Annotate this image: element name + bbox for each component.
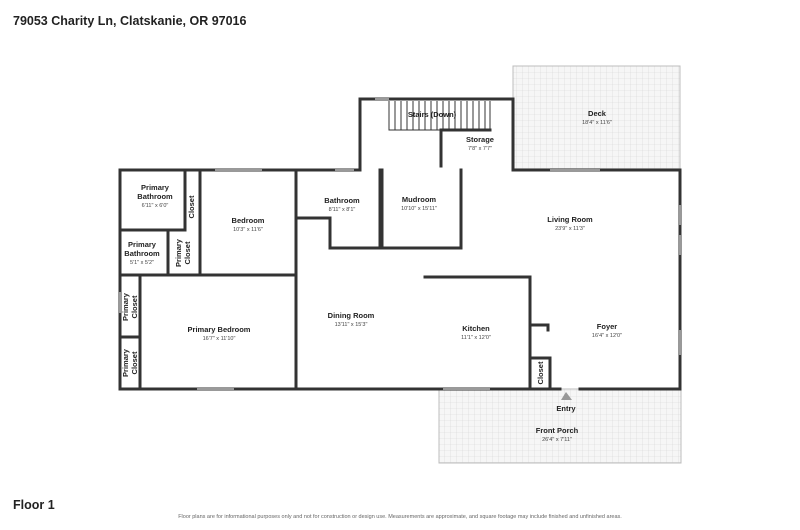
foyer-dims: 16'4" x 12'0": [592, 333, 622, 339]
stairs-label: Stairs (Down): [408, 110, 457, 119]
bathroom-label: Bathroom: [324, 196, 360, 205]
front-porch-area: [438, 388, 682, 464]
primary-closet-1-label-line1: Primary: [174, 238, 183, 267]
bathroom-dims: 8'11" x 8'1": [329, 207, 356, 213]
stairs-graphic: [388, 101, 491, 131]
dining-room-dims: 13'11" x 15'3": [335, 322, 368, 328]
primary-bathroom-2-label-line2: Bathroom: [124, 249, 160, 258]
bedroom-dims: 10'3" x 11'6": [233, 227, 263, 233]
storage-dims: 7'8" x 7'7": [468, 146, 492, 152]
floor-label: Floor 1: [13, 498, 55, 512]
front-porch-dims: 26'4" x 7'11": [542, 437, 572, 443]
primary-closet-2-label-line2: Closet: [130, 295, 139, 318]
mudroom-dims: 10'10" x 15'11": [401, 206, 437, 212]
closet-vertical-label: Closet: [187, 195, 196, 218]
primary-bedroom-label: Primary Bedroom: [188, 325, 251, 334]
entry-label: Entry: [556, 404, 576, 413]
primary-bathroom-1-label-line1: Primary: [141, 183, 170, 192]
primary-bathroom-2-dims: 5'1" x 5'2": [130, 260, 154, 266]
primary-bedroom-dims: 16'7" x 11'10": [203, 336, 236, 342]
primary-closet-3-label-line2: Closet: [130, 351, 139, 374]
foyer-label: Foyer: [597, 322, 618, 331]
primary-closet-3-label-line1: Primary: [121, 348, 130, 377]
entry-arrow-icon: [561, 392, 572, 400]
kitchen-label: Kitchen: [462, 324, 490, 333]
deck-label: Deck: [588, 109, 607, 118]
living-room-dims: 23'9" x 11'3": [555, 226, 585, 232]
windows: [119, 98, 681, 390]
property-address: 79053 Charity Ln, Clatskanie, OR 97016: [13, 14, 247, 28]
bedroom-label: Bedroom: [232, 216, 265, 225]
closet-foyer-label: Closet: [536, 361, 545, 384]
primary-bathroom-2-label-line1: Primary: [128, 240, 157, 249]
primary-bathroom-1-label-line2: Bathroom: [137, 192, 173, 201]
disclaimer: Floor plans are for informational purpos…: [178, 514, 622, 520]
deck-area: [512, 65, 681, 171]
primary-closet-2-label-line1: Primary: [121, 292, 130, 321]
dining-room-label: Dining Room: [328, 311, 375, 320]
primary-bathroom-1-dims: 6'11" x 6'0": [142, 203, 169, 209]
storage-label: Storage: [466, 135, 494, 144]
kitchen-dims: 11'1" x 12'0": [461, 335, 491, 341]
primary-closet-1-label-line2: Closet: [183, 241, 192, 264]
mudroom-label: Mudroom: [402, 195, 436, 204]
deck-dims: 18'4" x 11'6": [582, 120, 612, 126]
front-porch-label: Front Porch: [536, 426, 579, 435]
living-room-label: Living Room: [547, 215, 593, 224]
